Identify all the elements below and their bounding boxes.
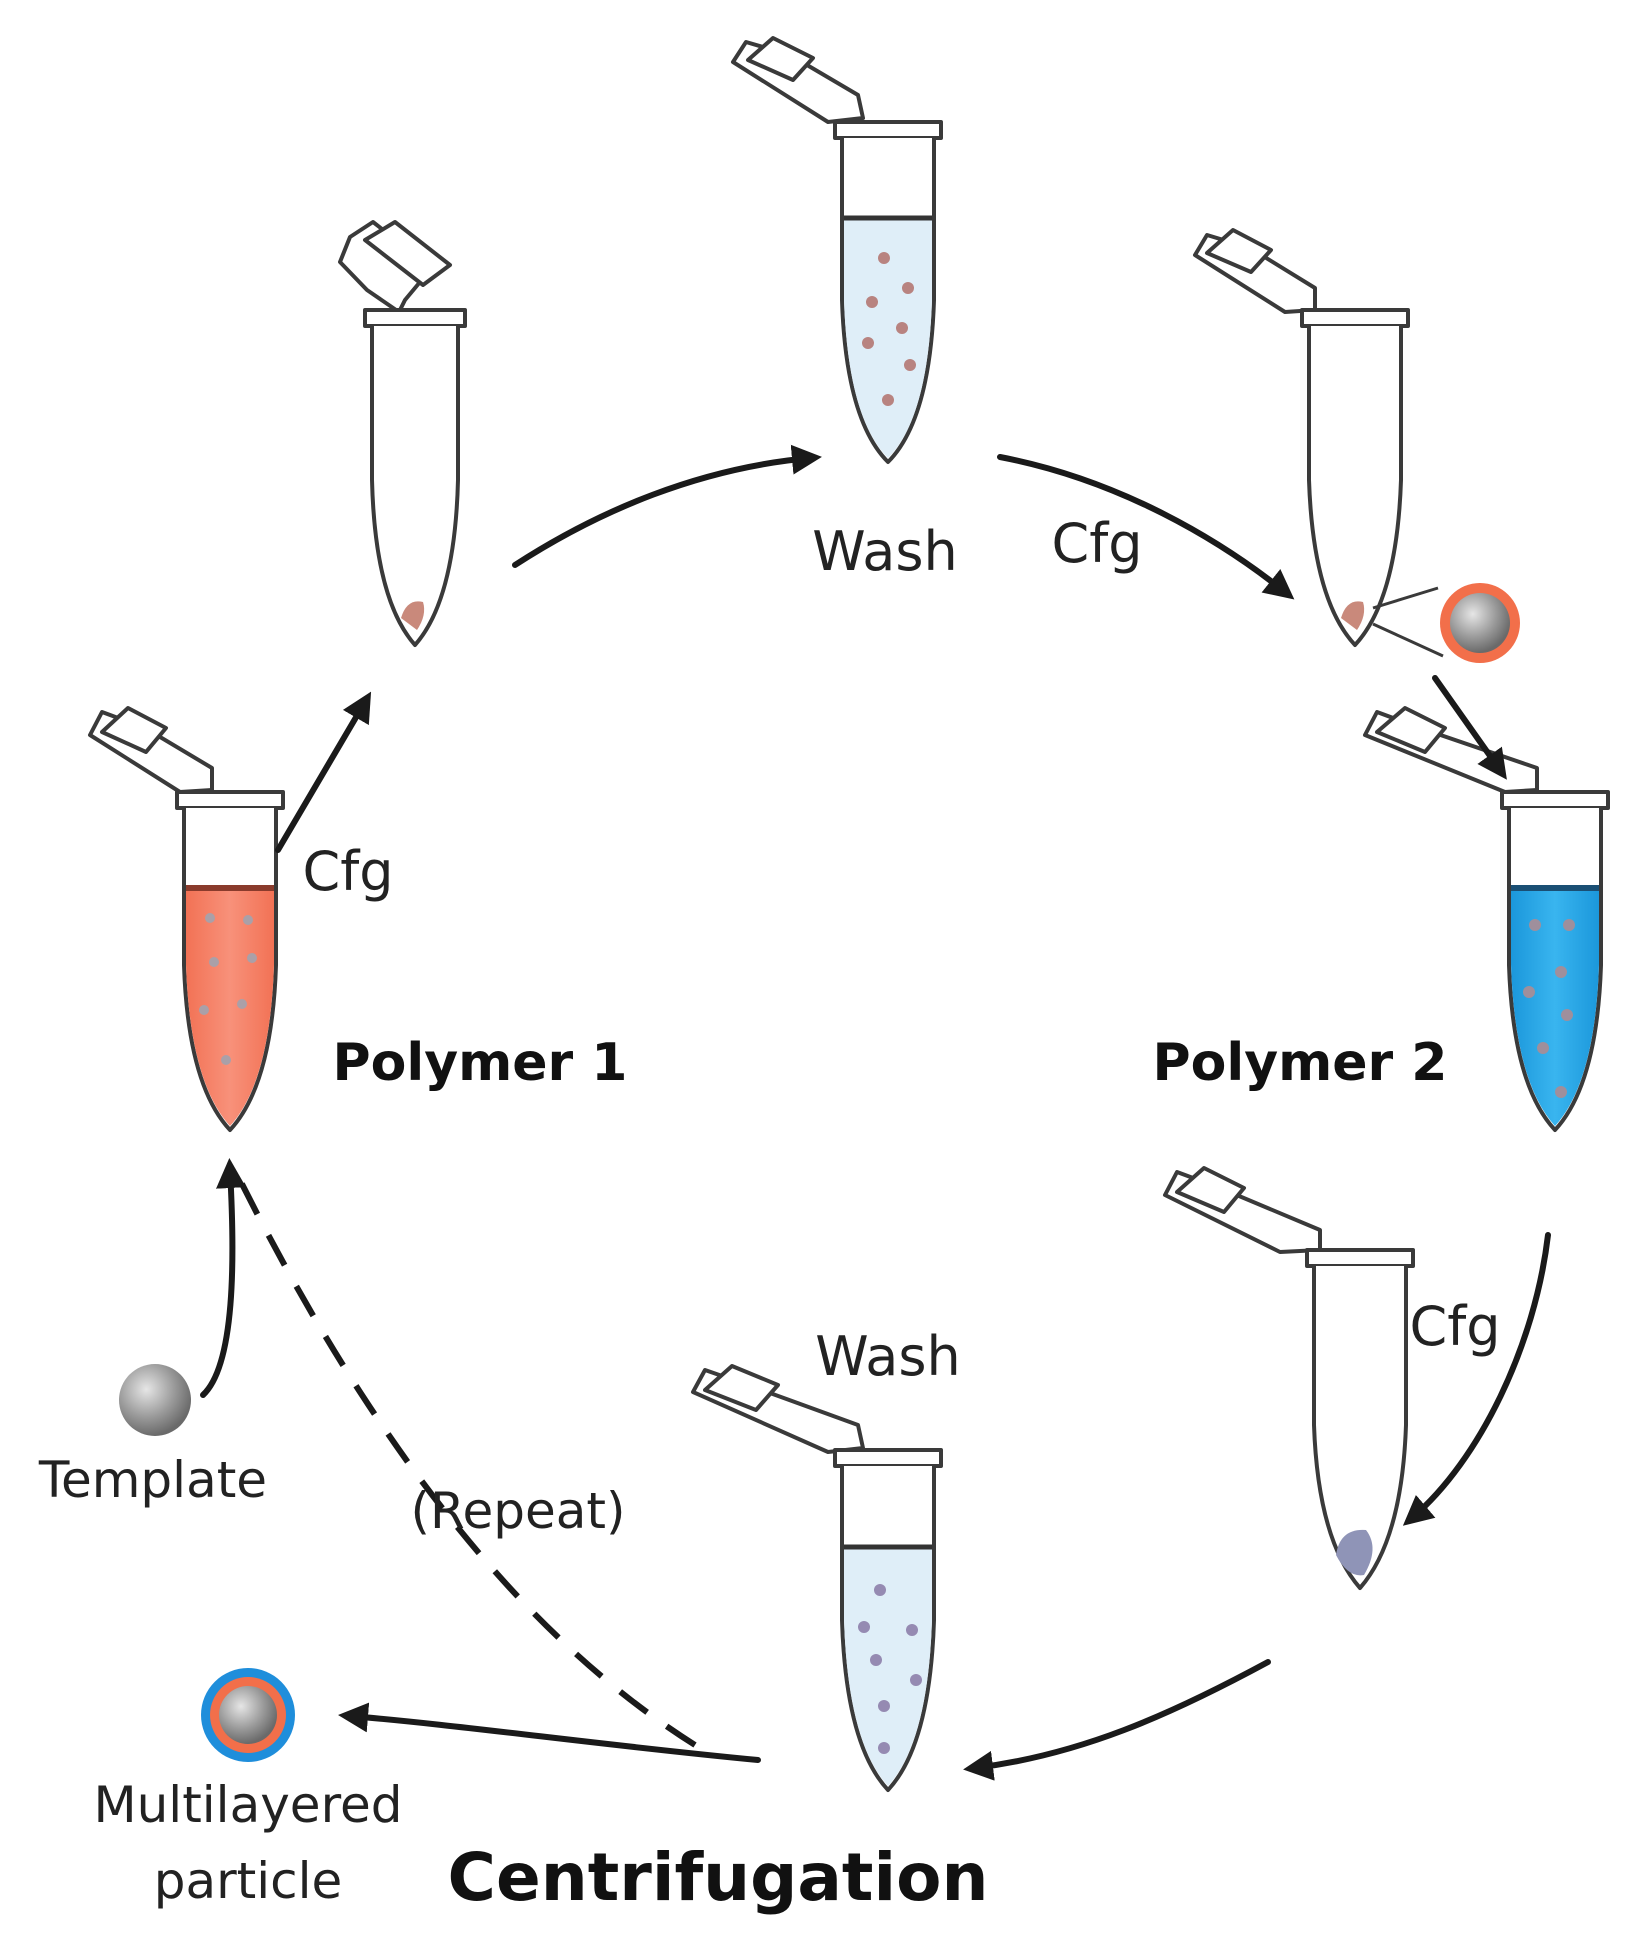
arrow-polymer-2-to-pellet (1402, 1232, 1551, 1526)
tube-polymer-1 (88, 706, 285, 1132)
label-repeat: (Repeat) (410, 1482, 625, 1540)
template-particle (119, 1364, 191, 1436)
multilayered-particle (201, 1668, 295, 1762)
arrow-template-to-polymer-1 (200, 1158, 246, 1398)
pellet-polymer-2 (1336, 1529, 1373, 1576)
wash-liquid-bottom (844, 1547, 932, 1786)
label-polymer-1: Polymer 1 (333, 1033, 628, 1093)
label-polymer-2: Polymer 2 (1153, 1033, 1448, 1093)
polymer-2-liquid (1511, 888, 1599, 1126)
polymer-1-liquid (186, 888, 274, 1126)
label-cfg-top: Cfg (1052, 512, 1143, 575)
arrow-wash-to-coated (997, 454, 1295, 600)
arrow-pellet-to-wash (512, 444, 822, 568)
tube-pellet-after-polymer-2 (1163, 1166, 1415, 1590)
label-template: Template (38, 1451, 267, 1509)
tube-wash-top (731, 36, 943, 464)
wash-liquid-top (844, 218, 932, 458)
arrow-polymer-1-to-pellet (275, 691, 372, 853)
tube-wash-bottom (691, 1364, 943, 1792)
arrow-coated-to-polymer-2 (1432, 675, 1507, 780)
coated-particle-polymer-1 (1440, 583, 1520, 663)
label-wash-bottom: Wash (815, 1325, 960, 1388)
label-centrifugation: Centrifugation (448, 1839, 989, 1916)
arrow-pellet-to-wash-bottom (963, 1659, 1271, 1781)
label-particle: particle (154, 1852, 343, 1910)
label-wash-top: Wash (812, 520, 957, 583)
label-cfg-left: Cfg (303, 840, 394, 903)
tube-pellet-coated (1193, 228, 1444, 658)
label-multilayered: Multilayered (93, 1776, 402, 1834)
tube-pellet-after-polymer-1 (338, 220, 467, 647)
pellet-polymer-1 (401, 601, 425, 630)
arrow-repeat-dashed (237, 1178, 697, 1748)
arrow-wash-to-multilayered (338, 1702, 761, 1763)
label-cfg-right: Cfg (1410, 1295, 1501, 1358)
tube-polymer-2 (1363, 706, 1610, 1132)
